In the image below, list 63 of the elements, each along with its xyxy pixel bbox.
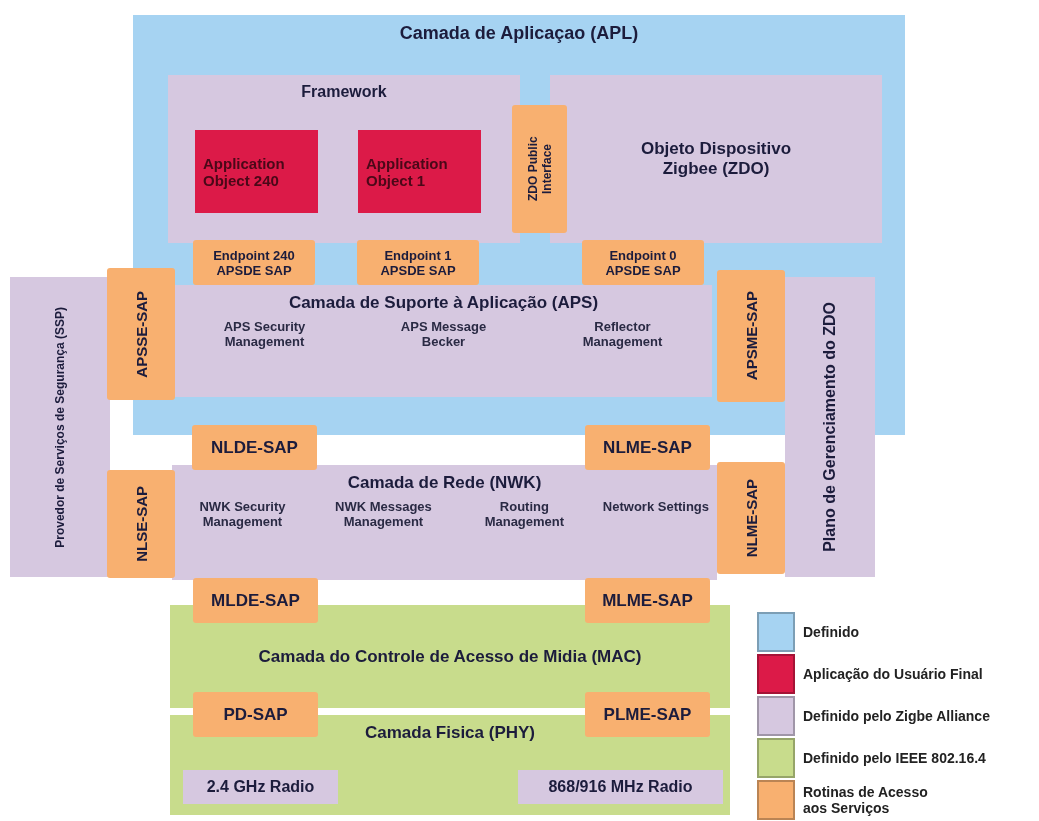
- access-point-box: [193, 240, 315, 285]
- module-label: NWK Security Management: [198, 499, 287, 529]
- module-label: APS Security Management: [222, 319, 307, 349]
- access-point-box: [717, 270, 785, 402]
- access-point-box: [107, 268, 175, 400]
- panel-title: Provedor de Serviços de Segurança (SSP): [53, 306, 67, 548]
- legend-label: Definido pelo Zigbe Alliance: [803, 708, 991, 724]
- access-point-box: [192, 425, 317, 470]
- radio-box: [183, 770, 338, 804]
- access-point-label: Endpoint 0 APSDE SAP: [604, 247, 682, 278]
- object-label: Application Object 1: [366, 154, 449, 189]
- access-point-label: Endpoint 240 APSDE SAP: [212, 247, 296, 278]
- layer-title: Camada Fisica (PHY): [364, 723, 536, 743]
- interface-box: [512, 105, 567, 233]
- framework-panel: [168, 75, 520, 243]
- module-label: Routing Management: [483, 499, 566, 529]
- module-label: APS Message Becker: [399, 319, 488, 349]
- layer-panel: [175, 285, 712, 397]
- access-point-label: APSSE-SAP: [132, 290, 150, 378]
- access-point-label: MLME-SAP: [602, 590, 693, 611]
- application-object-box: [195, 130, 318, 213]
- module-label: Reflector Management: [581, 319, 664, 349]
- access-point-label: NLME-SAP: [742, 478, 760, 558]
- access-point-box: [357, 240, 479, 285]
- layer-title: Camada do Controle de Acesso de Midia (MAC): [258, 646, 642, 667]
- access-point-box: [585, 692, 710, 737]
- legend-label: Aplicação do Usuário Final: [803, 666, 984, 682]
- panel-title: Framework: [301, 83, 387, 101]
- management-plane-panel: [785, 277, 875, 577]
- device-object-panel: [550, 75, 882, 243]
- panel-title: Objeto Dispositivo Zigbee (ZDO): [639, 139, 793, 179]
- legend-label: Definido pelo IEEE 802.16.4: [803, 750, 987, 766]
- object-label: Application Object 240: [203, 154, 286, 189]
- application-object-box: [358, 130, 481, 213]
- access-point-label: PD-SAP: [223, 704, 288, 725]
- layer-panel: [172, 465, 717, 580]
- panel-title: Plano de Gerenciamento do ZDO: [821, 302, 839, 552]
- layer-title: Camada de Suporte à Aplicação (APS): [288, 293, 599, 313]
- access-point-label: NLME-SAP: [603, 437, 692, 458]
- module-label: Network Settings: [602, 499, 709, 516]
- access-point-box: [582, 240, 704, 285]
- access-point-label: PLME-SAP: [603, 704, 692, 725]
- access-point-box: [193, 692, 318, 737]
- access-point-label: Endpoint 1 APSDE SAP: [379, 247, 457, 278]
- access-point-label: NLDE-SAP: [211, 437, 298, 458]
- module-label: NWK Messages Management: [334, 499, 433, 529]
- access-point-box: [107, 470, 175, 578]
- access-point-label: NLSE-SAP: [132, 486, 150, 562]
- access-point-box: [193, 578, 318, 623]
- layer-title: Camada de Aplicaçao (APL): [399, 23, 639, 44]
- radio-box: [518, 770, 723, 804]
- interface-label: ZDO Public Interface: [525, 135, 554, 204]
- radio-label: 2.4 GHz Radio: [206, 778, 315, 796]
- layer-title: Camada de Rede (NWK): [347, 473, 542, 493]
- security-provider-panel: [10, 277, 110, 577]
- legend-label: Rotinas de Acesso aos Serviços: [803, 784, 929, 816]
- access-point-box: [585, 425, 710, 470]
- access-point-box: [717, 462, 785, 574]
- access-point-label: APSME-SAP: [742, 291, 760, 381]
- legend-label: Definido: [803, 624, 860, 640]
- radio-label: 868/916 MHz Radio: [548, 778, 693, 796]
- access-point-box: [585, 578, 710, 623]
- access-point-label: MLDE-SAP: [211, 590, 300, 611]
